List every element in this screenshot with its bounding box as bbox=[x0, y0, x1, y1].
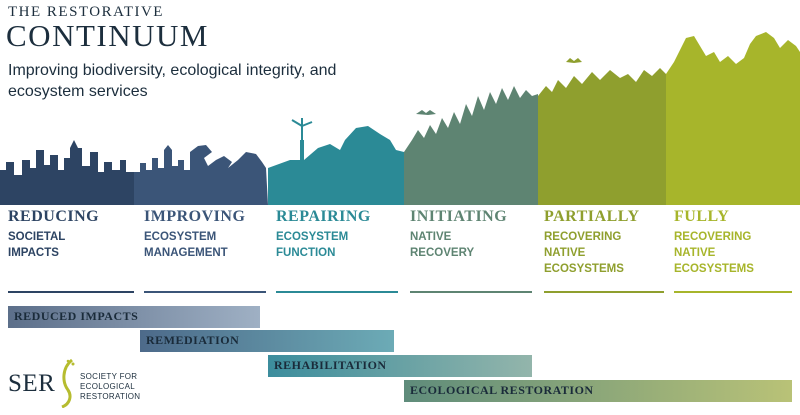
page-title: CONTINUUM bbox=[6, 18, 209, 53]
stage-improving: IMPROVING ECOSYSTEM MANAGEMENT bbox=[144, 208, 274, 293]
stage-title: REDUCING bbox=[8, 208, 100, 225]
stage-divider bbox=[410, 291, 532, 293]
logo-text: SOCIETY FOR ECOLOGICAL RESTORATION bbox=[80, 372, 140, 402]
stage-title: PARTIALLY bbox=[544, 208, 640, 225]
bar-label: REMEDIATION bbox=[146, 333, 240, 347]
stage-description: ECOSYSTEM FUNCTION bbox=[276, 231, 349, 259]
stage-description: ECOSYSTEM MANAGEMENT bbox=[144, 231, 228, 259]
stage-description: RECOVERING NATIVE ECOSYSTEMS bbox=[674, 231, 754, 275]
pretitle: THE RESTORATIVE bbox=[8, 4, 164, 20]
landscape-illustration bbox=[0, 32, 800, 205]
stage-divider bbox=[8, 291, 134, 293]
rainforest bbox=[666, 32, 800, 205]
stage-partially: PARTIALLY RECOVERING NATIVE ECOSYSTEMS bbox=[544, 208, 674, 293]
town-trees bbox=[134, 145, 268, 205]
repairing-landscape bbox=[268, 126, 404, 205]
ser-logo: SER SOCIETY FOR ECOLOGICAL RESTORATION bbox=[8, 358, 148, 410]
stage-title: IMPROVING bbox=[144, 208, 246, 225]
wind-turbine-icon bbox=[291, 118, 313, 140]
partial-forest bbox=[538, 68, 666, 205]
stage-title: INITIATING bbox=[410, 208, 508, 225]
bird-icon bbox=[566, 58, 582, 63]
stage-divider bbox=[276, 291, 398, 293]
subtitle: Improving biodiversity, ecological integ… bbox=[8, 62, 337, 100]
stage-fully: FULLY RECOVERING NATIVE ECOSYSTEMS bbox=[674, 208, 800, 293]
bar-label: REHABILITATION bbox=[274, 358, 387, 372]
bar-rehabilitation: REHABILITATION bbox=[268, 355, 532, 377]
conifer-forest bbox=[404, 86, 538, 205]
bird-icon bbox=[416, 110, 436, 115]
stage-description: SOCIETAL IMPACTS bbox=[8, 231, 66, 259]
stage-title: REPAIRING bbox=[276, 208, 371, 225]
logo-acronym: SER bbox=[8, 370, 56, 397]
logo-swoosh-icon bbox=[61, 358, 75, 408]
stage-initiating: INITIATING NATIVE RECOVERY bbox=[410, 208, 540, 293]
stage-title: FULLY bbox=[674, 208, 730, 225]
stage-divider bbox=[544, 291, 664, 293]
bar-remediation: REMEDIATION bbox=[140, 330, 394, 352]
stage-divider bbox=[674, 291, 792, 293]
bar-reduced-impacts: REDUCED IMPACTS bbox=[8, 306, 260, 328]
city-skyline bbox=[0, 140, 134, 205]
logo-line: RESTORATION bbox=[80, 392, 141, 401]
stage-reducing: REDUCING SOCIETAL IMPACTS bbox=[8, 208, 138, 293]
stage-divider bbox=[144, 291, 266, 293]
stage-description: RECOVERING NATIVE ECOSYSTEMS bbox=[544, 231, 624, 275]
bar-ecological-restoration: ECOLOGICAL RESTORATION bbox=[404, 380, 792, 402]
logo-line: SOCIETY FOR bbox=[80, 372, 138, 381]
logo-line: ECOLOGICAL bbox=[80, 382, 136, 391]
stage-repairing: REPAIRING ECOSYSTEM FUNCTION bbox=[276, 208, 406, 293]
bar-label: ECOLOGICAL RESTORATION bbox=[410, 383, 594, 397]
bar-label: REDUCED IMPACTS bbox=[14, 309, 139, 323]
stage-description: NATIVE RECOVERY bbox=[410, 231, 475, 259]
